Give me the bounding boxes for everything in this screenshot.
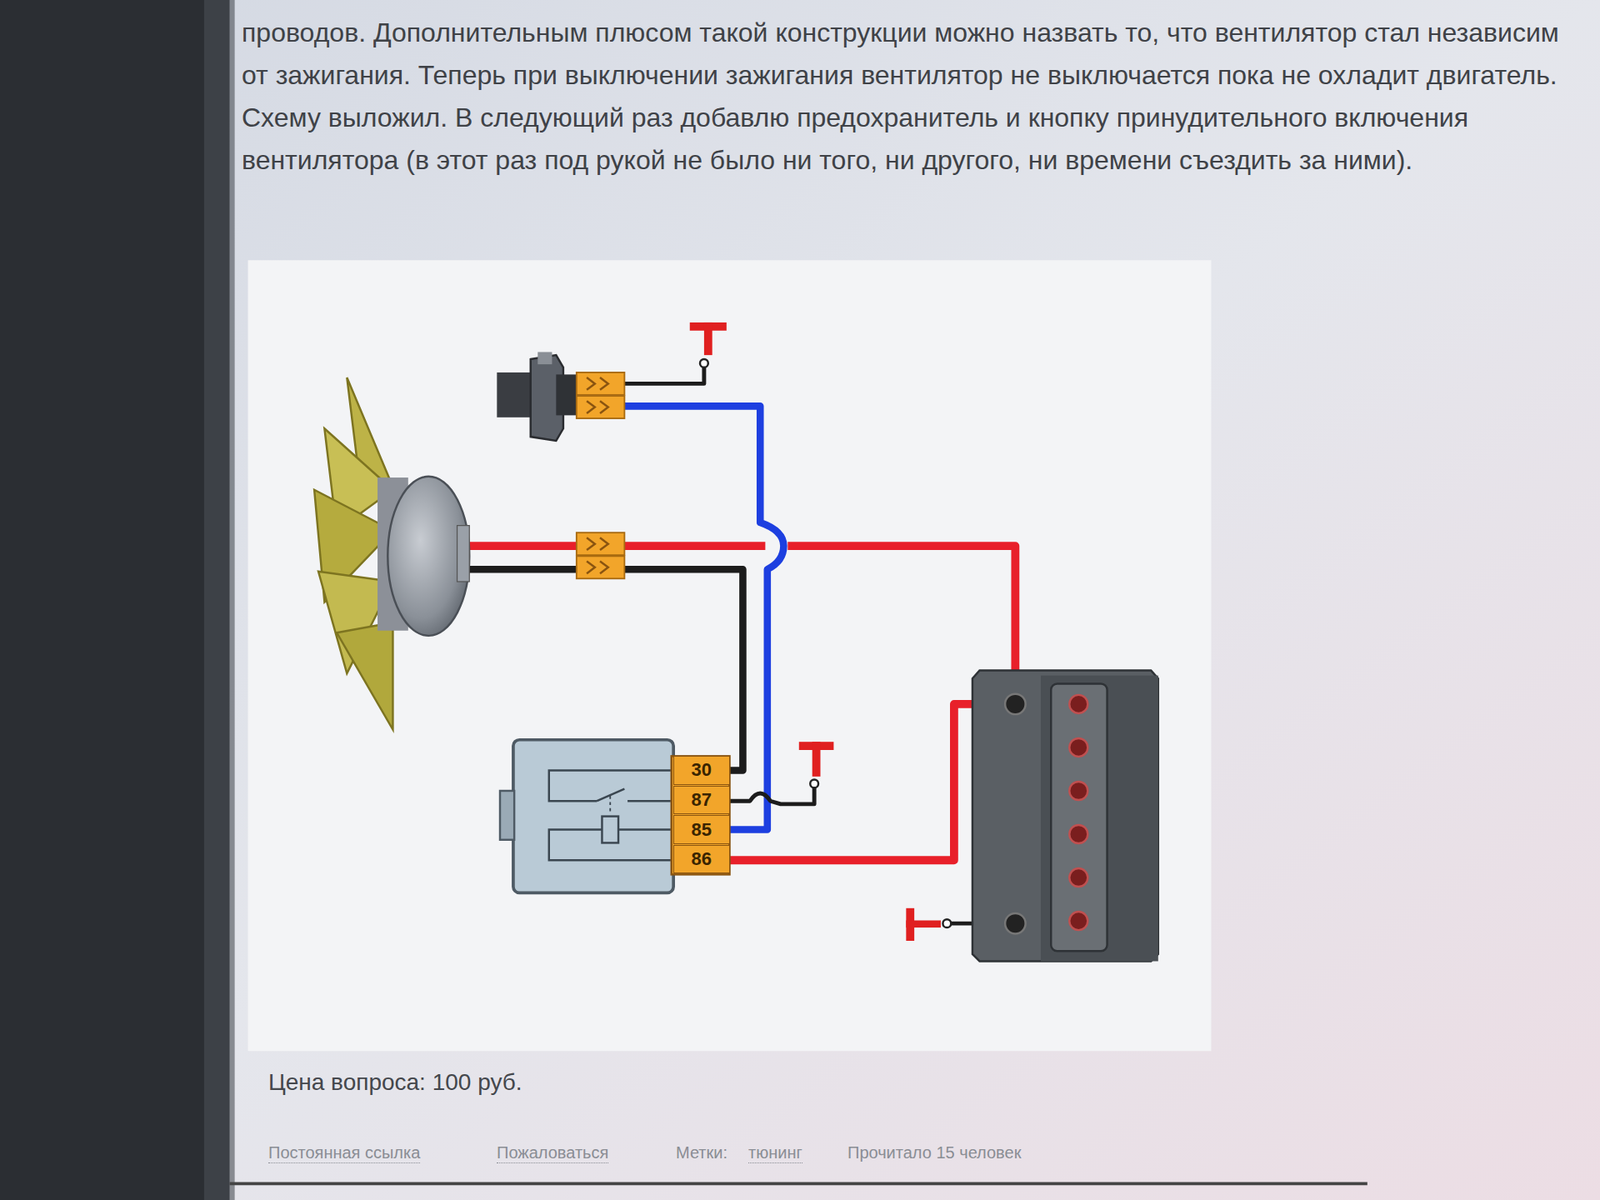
tag-link: тюнинг <box>748 1142 803 1164</box>
relay-pin: 87 <box>673 785 730 815</box>
wires <box>464 365 1015 924</box>
permalink: Постоянная ссылка <box>268 1142 420 1164</box>
relay-pin: 85 <box>673 815 730 844</box>
cell-cap <box>1069 695 1088 714</box>
cell-cap <box>1069 781 1088 800</box>
cooling-fan <box>314 377 625 730</box>
pin-number: 85 <box>691 819 712 841</box>
price-note: Цена вопроса: 100 руб. <box>268 1068 523 1097</box>
relay-pin: 86 <box>673 845 730 874</box>
cell-cap <box>1069 911 1088 930</box>
pin-number: 30 <box>691 759 712 781</box>
battery <box>972 670 1159 961</box>
read-count: Прочитало 15 человек <box>847 1142 1021 1163</box>
report-link: Пожаловаться <box>496 1142 609 1164</box>
temperature-sensor <box>496 351 625 441</box>
dark-margin <box>0 0 230 1200</box>
cell-cap <box>1069 825 1088 844</box>
margin-edge <box>204 0 235 1200</box>
relay <box>500 740 730 894</box>
diagram-panel <box>248 260 1212 1051</box>
relay-pin: 30 <box>673 755 730 785</box>
pin-number: 86 <box>691 848 712 870</box>
cell-cap <box>1069 738 1088 757</box>
pin-number: 87 <box>691 789 712 811</box>
tags-caption: Метки: <box>675 1142 728 1163</box>
cell-cap <box>1069 868 1088 887</box>
page-border <box>230 1182 1368 1186</box>
article-text: проводов. Дополнительным плюсом такой ко… <box>241 11 1575 182</box>
